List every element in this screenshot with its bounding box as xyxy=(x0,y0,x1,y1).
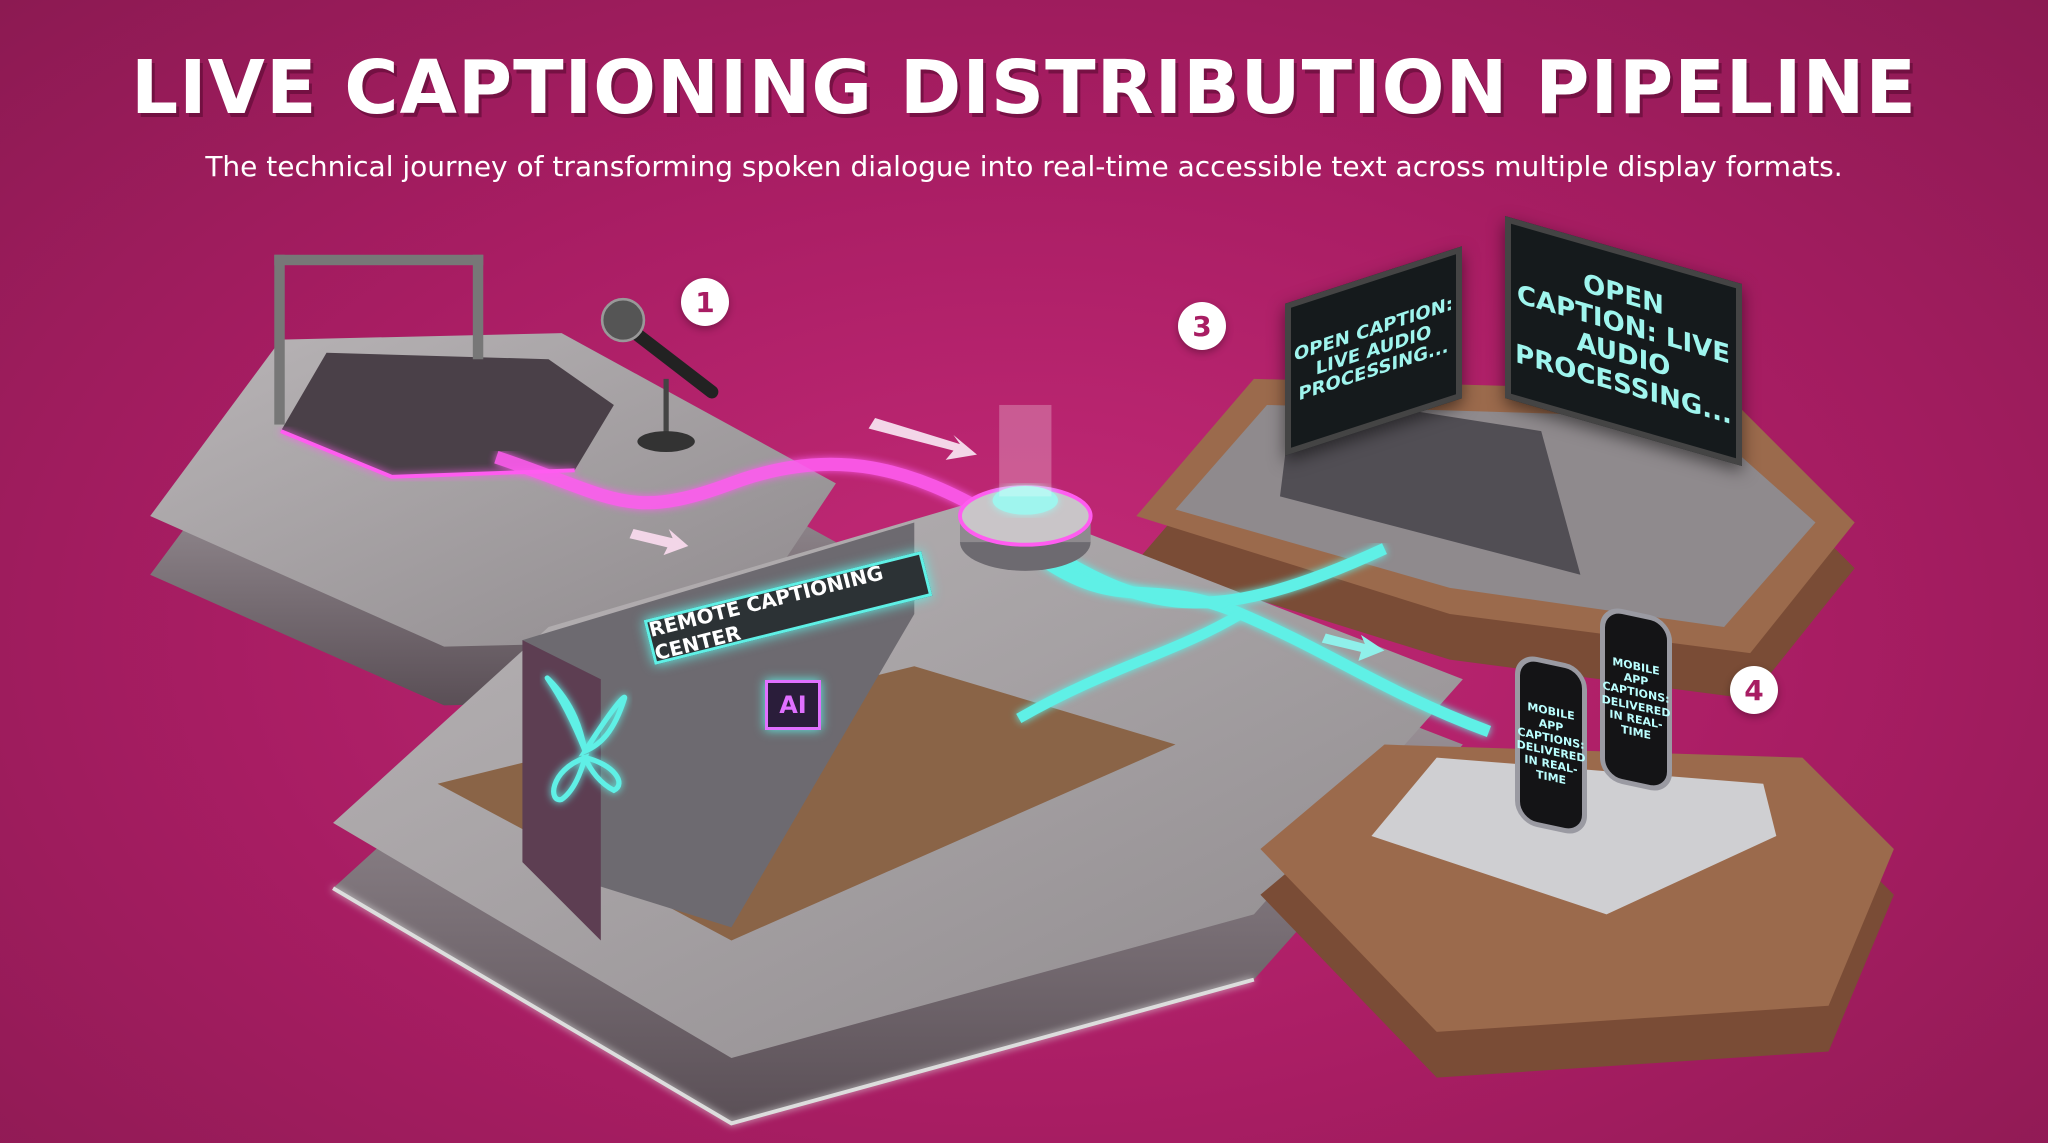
flow-arrow-icon xyxy=(629,529,689,556)
page-subtitle: The technical journey of transforming sp… xyxy=(205,150,1843,183)
flow-arrow-icon xyxy=(868,418,977,460)
flow-arrow-icon xyxy=(1321,633,1385,661)
page-title: LIVE CAPTIONING DISTRIBUTION PIPELINE xyxy=(131,45,1917,131)
butterfly-logo-icon xyxy=(544,675,628,803)
mobile-phone-screen-left: MOBILE APP CAPTIONS: DELIVERED IN REAL-T… xyxy=(1515,652,1587,838)
microphone-icon xyxy=(600,297,719,452)
audio-signal-path xyxy=(494,451,996,522)
platform-mobile xyxy=(1260,744,1894,1078)
step-marker-4: 4 xyxy=(1730,666,1778,714)
caption-path-mobile xyxy=(1041,556,1492,738)
caption-path-center xyxy=(1016,609,1244,723)
step-marker-1: 1 xyxy=(681,278,729,326)
mobile-phone-screen-right: MOBILE APP CAPTIONS: DELIVERED IN REAL-T… xyxy=(1600,604,1672,795)
distribution-hub xyxy=(958,404,1093,571)
platform-venue xyxy=(1136,378,1855,699)
ai-chip-icon: AI xyxy=(765,680,821,730)
step-marker-3: 3 xyxy=(1178,302,1226,350)
